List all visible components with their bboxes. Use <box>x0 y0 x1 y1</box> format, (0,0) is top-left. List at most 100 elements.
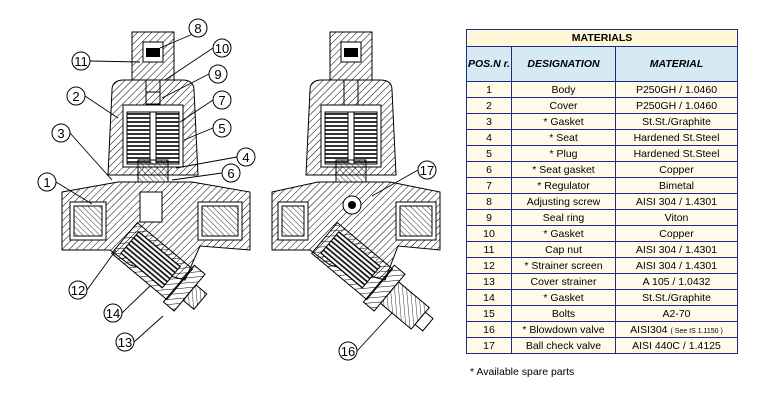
designation-cell-text: Ball check valve <box>525 339 602 352</box>
material-cell: AISI 304 / 1.4301 <box>614 193 739 210</box>
material-cell-text: AISI 440C / 1.4125 <box>632 339 721 352</box>
pos-cell-text: 7 <box>486 179 492 192</box>
svg-text:11: 11 <box>74 54 88 69</box>
table-row: 11 Cap nut AISI 304 / 1.4301 <box>466 241 739 258</box>
designation-cell-text: Seal ring <box>542 211 585 224</box>
pos-cell: 17 <box>466 337 512 354</box>
designation-cell: Cover strainer <box>511 273 616 290</box>
table-row: 7 * Regulator Bimetal <box>466 177 739 194</box>
material-cell-text: Hardened St.Steel <box>633 147 720 160</box>
svg-text:17: 17 <box>420 163 434 178</box>
designation-cell: Ball check valve <box>511 337 616 354</box>
pos-cell: 13 <box>466 273 512 290</box>
pos-cell-text: 12 <box>483 259 495 272</box>
designation-cell-text: Bolts <box>551 307 576 320</box>
left-section-view <box>61 31 251 312</box>
pos-cell: 11 <box>466 241 512 258</box>
svg-text:1: 1 <box>43 175 50 190</box>
designation-cell: Adjusting screw <box>511 193 616 210</box>
pos-cell-text: 9 <box>486 211 492 224</box>
material-note: ( See IS 1.1150 ) <box>670 327 723 335</box>
callout-11: 11 <box>71 51 91 71</box>
header-designation: DESIGNATION <box>511 46 616 82</box>
pos-cell: 5 <box>466 145 512 162</box>
material-cell-text: AISI 304 / 1.4301 <box>635 259 718 272</box>
table-row: 4 * Seat Hardened St.Steel <box>466 129 739 146</box>
material-cell-text: P250GH / 1.0460 <box>635 83 718 96</box>
material-cell-text: Bimetal <box>659 179 695 192</box>
designation-cell: * Seat gasket <box>511 161 616 178</box>
designation-cell-text: * Plug <box>549 147 578 160</box>
pos-cell: 4 <box>466 129 512 146</box>
materials-table: MATERIALS POS.N r. DESIGNATION MATERIAL … <box>465 29 739 354</box>
pos-cell-text: 13 <box>483 275 495 288</box>
svg-text:3: 3 <box>57 126 64 141</box>
callout-6: 6 <box>221 163 241 183</box>
table-row: 14 * Gasket St.St./Graphite <box>466 289 739 306</box>
material-cell: AISI304 ( See IS 1.1150 ) <box>614 321 739 338</box>
material-cell: St.St./Graphite <box>614 289 739 306</box>
material-cell: Bimetal <box>614 177 739 194</box>
callout-7: 7 <box>212 90 232 110</box>
pos-cell-text: 4 <box>486 131 492 144</box>
svg-text:16: 16 <box>341 344 355 359</box>
callout-9: 9 <box>208 64 228 84</box>
svg-text:5: 5 <box>218 121 225 136</box>
pos-cell: 6 <box>466 161 512 178</box>
material-cell-text: Copper <box>659 227 694 240</box>
table-row: 5 * Plug Hardened St.Steel <box>466 145 739 162</box>
designation-cell: * Strainer screen <box>511 257 616 274</box>
designation-cell: * Regulator <box>511 177 616 194</box>
pos-cell: 7 <box>466 177 512 194</box>
material-cell-text: Hardened St.Steel <box>633 131 720 144</box>
material-cell: AISI 304 / 1.4301 <box>614 257 739 274</box>
designation-cell-text: * Seat <box>549 131 578 144</box>
pos-cell: 8 <box>466 193 512 210</box>
callout-16: 16 <box>338 341 358 361</box>
designation-cell: Bolts <box>511 305 616 322</box>
svg-text:4: 4 <box>242 150 249 165</box>
table-row: 9 Seal ring Viton <box>466 209 739 226</box>
svg-text:14: 14 <box>106 306 120 321</box>
callout-12: 12 <box>68 280 88 300</box>
designation-cell-text: * Strainer screen <box>524 259 603 272</box>
designation-cell: * Gasket <box>511 225 616 242</box>
designation-cell-text: * Seat gasket <box>532 163 595 176</box>
material-cell-text: Viton <box>664 211 689 224</box>
designation-cell: Seal ring <box>511 209 616 226</box>
material-cell: Viton <box>614 209 739 226</box>
designation-cell: Cap nut <box>511 241 616 258</box>
material-cell: AISI 304 / 1.4301 <box>614 241 739 258</box>
material-cell-text: St.St./Graphite <box>642 291 711 304</box>
designation-cell-text: Cover <box>549 99 578 112</box>
callout-13: 13 <box>115 332 135 352</box>
material-cell: Hardened St.Steel <box>614 145 739 162</box>
pos-cell-text: 1 <box>486 83 492 96</box>
callout-14: 14 <box>103 303 123 323</box>
designation-cell: * Plug <box>511 145 616 162</box>
pos-cell: 2 <box>466 97 512 114</box>
callout-4: 4 <box>236 147 256 167</box>
pos-cell-text: 17 <box>483 339 495 352</box>
svg-text:7: 7 <box>218 93 225 108</box>
pos-cell: 12 <box>466 257 512 274</box>
spare-parts-footnote: * Available spare parts <box>470 366 575 378</box>
pos-cell: 3 <box>466 113 512 130</box>
pos-cell: 14 <box>466 289 512 306</box>
pos-cell-text: 6 <box>486 163 492 176</box>
designation-cell-text: * Gasket <box>543 115 584 128</box>
designation-cell-text: * Gasket <box>543 291 584 304</box>
material-cell: Hardened St.Steel <box>614 129 739 146</box>
table-row: 12 * Strainer screen AISI 304 / 1.4301 <box>466 257 739 274</box>
designation-cell-text: Cap nut <box>545 243 582 256</box>
pos-cell-text: 16 <box>483 323 495 336</box>
designation-cell: * Seat <box>511 129 616 146</box>
callout-8: 8 <box>188 18 208 38</box>
right-section-view <box>271 31 441 332</box>
